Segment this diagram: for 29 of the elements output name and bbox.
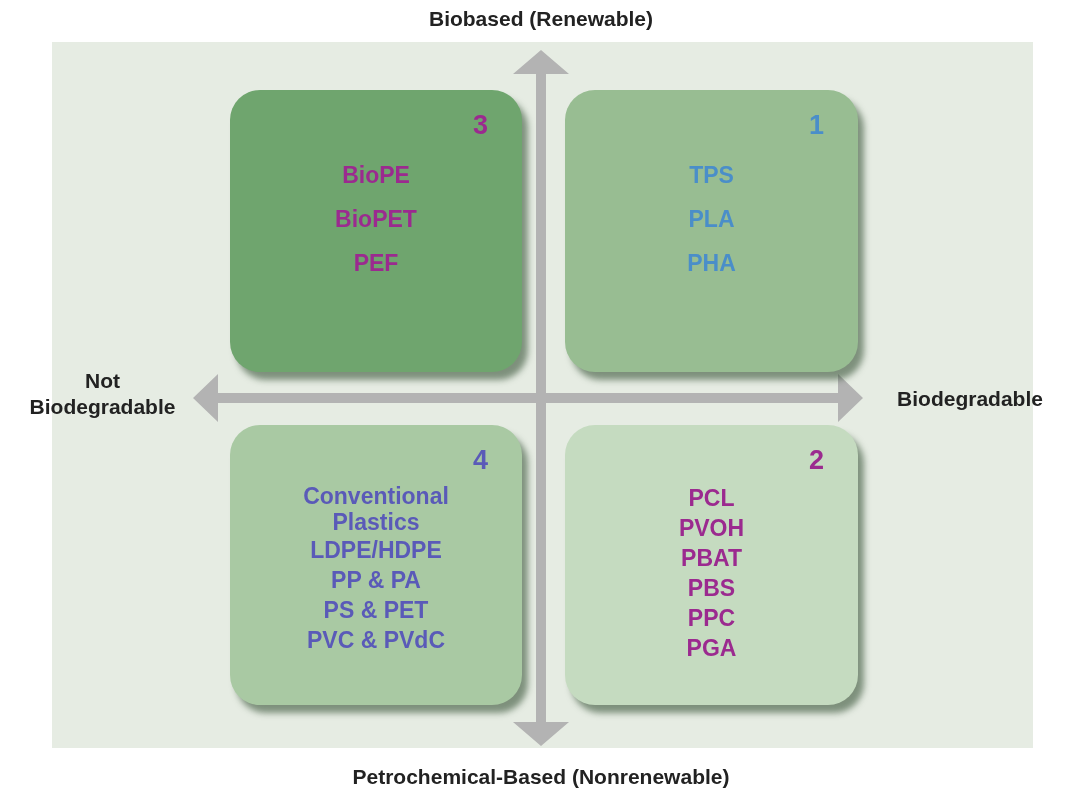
- quadrant-number: 1: [808, 110, 824, 140]
- quadrant-number: 3: [472, 110, 488, 140]
- quadrant-box: [565, 90, 858, 372]
- quadrant-box: [565, 425, 858, 705]
- polymer-name: BioPET: [335, 205, 417, 234]
- polymer-name: PBS: [687, 574, 736, 603]
- polymer-name: PEF: [353, 249, 399, 278]
- axis-label: Petrochemical-Based (Nonrenewable): [351, 764, 731, 790]
- axis-label: Biodegradable: [896, 386, 1044, 412]
- polymer-name: PP & PA: [331, 566, 421, 595]
- quadrant-box: [230, 425, 522, 705]
- polymer-name: PS & PET: [323, 596, 429, 625]
- polymer-name: Conventional Plastics: [302, 483, 450, 535]
- axis-label: Not Biodegradable: [28, 368, 177, 420]
- polymer-name: LDPE/HDPE: [310, 536, 442, 565]
- axis-label: Biobased (Renewable): [427, 6, 655, 32]
- quadrant-number: 2: [808, 445, 824, 475]
- polymer-name: PHA: [687, 249, 736, 278]
- polymer-name: TPS: [689, 161, 734, 190]
- polymer-name: PGA: [686, 634, 737, 663]
- polymer-name: PBAT: [681, 544, 742, 573]
- quadrant-number: 4: [472, 445, 488, 475]
- polymer-name: PLA: [688, 205, 735, 234]
- polymer-name: PVOH: [678, 514, 745, 543]
- polymer-name: PVC & PVdC: [307, 626, 445, 655]
- polymer-name: PPC: [687, 604, 736, 633]
- polymer-name: BioPE: [342, 161, 410, 190]
- polymer-name: PCL: [688, 484, 735, 513]
- quadrant-box: [230, 90, 522, 372]
